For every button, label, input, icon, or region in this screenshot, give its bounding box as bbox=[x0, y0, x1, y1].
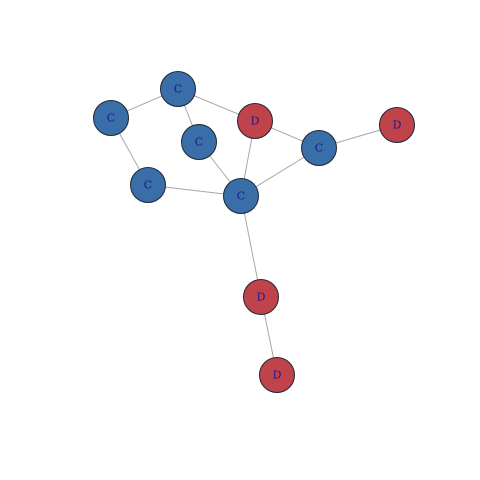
node-label: C bbox=[237, 190, 245, 203]
node-label: D bbox=[257, 291, 266, 304]
node-label: C bbox=[144, 179, 152, 192]
node-circle bbox=[259, 357, 295, 393]
node-label: C bbox=[107, 112, 115, 125]
node-n4: D bbox=[237, 103, 273, 139]
node-label: D bbox=[393, 119, 402, 132]
node-n10: D bbox=[259, 357, 295, 393]
node-n9: D bbox=[243, 279, 279, 315]
node-label: D bbox=[273, 369, 282, 382]
node-n6: D bbox=[379, 107, 415, 143]
node-circle bbox=[160, 71, 196, 107]
node-circle bbox=[181, 124, 217, 160]
node-label: C bbox=[174, 83, 182, 96]
node-label: C bbox=[315, 142, 323, 155]
node-n1: C bbox=[160, 71, 196, 107]
node-label: C bbox=[195, 136, 203, 149]
node-n5: C bbox=[301, 130, 337, 166]
node-circle bbox=[379, 107, 415, 143]
node-circle bbox=[301, 130, 337, 166]
node-n8: C bbox=[223, 178, 259, 214]
node-layer: C C C D C D C C D D bbox=[93, 71, 415, 393]
node-label: D bbox=[251, 115, 260, 128]
node-n2: C bbox=[93, 100, 129, 136]
node-circle bbox=[93, 100, 129, 136]
node-circle bbox=[130, 167, 166, 203]
node-circle bbox=[243, 279, 279, 315]
node-circle bbox=[237, 103, 273, 139]
node-n3: C bbox=[181, 124, 217, 160]
node-circle bbox=[223, 178, 259, 214]
node-n7: C bbox=[130, 167, 166, 203]
